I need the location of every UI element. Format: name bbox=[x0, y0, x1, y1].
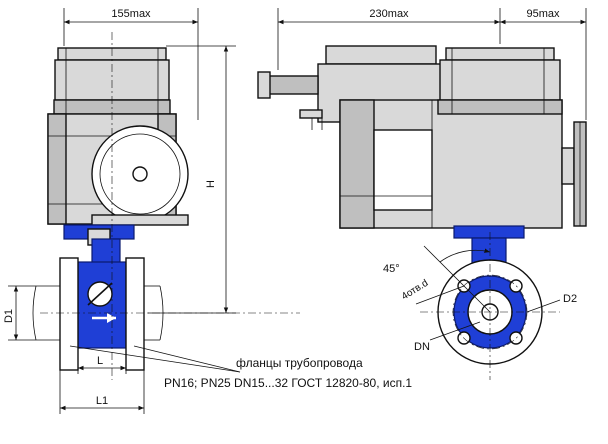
front-valve-body bbox=[77, 261, 127, 349]
dim-l-label: L bbox=[97, 355, 103, 367]
flanges-note-label: фланцы трубопровода bbox=[236, 356, 363, 370]
front-pipeline-flanges bbox=[32, 257, 164, 371]
dimension-lines bbox=[8, 8, 587, 414]
dim-d2-label: D2 bbox=[563, 293, 577, 305]
side-actuator-housing bbox=[339, 99, 563, 229]
dim-holes-label: 4отв.d bbox=[400, 278, 431, 303]
front-handwheel-cover bbox=[91, 125, 189, 226]
front-mounting-neck bbox=[63, 224, 135, 266]
flow-direction-arrow bbox=[107, 313, 116, 323]
side-motor-cover bbox=[437, 47, 563, 115]
dim-side-width-label: 230max bbox=[369, 8, 409, 20]
dim-angle-label: 45° bbox=[383, 263, 400, 275]
dim-height-label: H bbox=[205, 180, 217, 188]
dim-handwheel-width-label: 95max bbox=[526, 8, 560, 20]
dim-dn-label: DN bbox=[414, 341, 430, 353]
side-view bbox=[257, 45, 587, 380]
dim-d1-label: D1 bbox=[3, 309, 15, 323]
dim-l1-label: L1 bbox=[96, 395, 108, 407]
standard-note-label: PN16; PN25 DN15...32 ГОСТ 12820-80, исп.… bbox=[164, 376, 412, 390]
dim-front-width-label: 155max bbox=[111, 8, 151, 20]
front-view bbox=[32, 32, 300, 380]
side-handwheel bbox=[561, 121, 587, 227]
